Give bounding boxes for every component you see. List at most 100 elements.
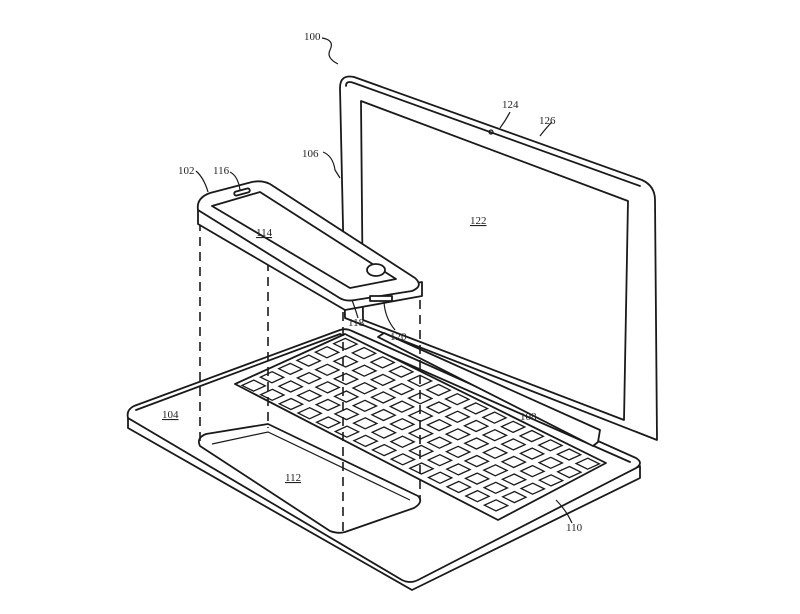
keyboard-key: [500, 438, 527, 451]
keyboard-key: [537, 456, 564, 470]
label-110: 110: [566, 522, 583, 534]
keyboard-key: [426, 471, 454, 485]
keyboard-key: [426, 453, 454, 467]
projection-lines: [199, 222, 421, 532]
keyboard-key: [350, 346, 378, 360]
keyboard-key: [556, 465, 583, 479]
keyboard-key: [426, 436, 453, 449]
keyboard-key: [388, 365, 415, 378]
label-120: 120: [390, 331, 407, 343]
keyboard-key: [240, 379, 267, 392]
keyboard-key: [481, 446, 509, 460]
phone-screen: [211, 191, 397, 289]
keyboard-key: [332, 372, 360, 386]
keyboard-key: [388, 382, 415, 396]
keyboard-key: [444, 410, 471, 424]
keyboard: [240, 337, 601, 512]
keyboard-key: [407, 444, 435, 458]
label-106: 106: [302, 148, 319, 160]
keyboard-key: [315, 416, 342, 429]
keyboard-key: [332, 355, 359, 368]
keyboard-key: [296, 389, 323, 402]
keyboard-key: [351, 364, 378, 377]
keyboard-key: [444, 445, 472, 459]
keyboard-key: [482, 499, 510, 512]
label-126: 126: [539, 115, 556, 127]
keyboard-key: [314, 381, 341, 394]
keyboard-key: [389, 417, 416, 431]
keyboard-key: [481, 428, 509, 442]
keyboard-key: [425, 383, 452, 397]
keyboard-key: [519, 482, 546, 495]
camera-icon: [488, 129, 494, 135]
keyboard-key: [369, 356, 396, 369]
keyboard-key: [333, 425, 361, 438]
keyboard-key: [425, 401, 453, 414]
keyboard-key: [388, 400, 416, 413]
keyboard-key: [352, 434, 379, 448]
keyboard-key: [482, 481, 509, 495]
keyboard-key: [574, 457, 601, 470]
keyboard-key: [499, 420, 527, 434]
keyboard-key: [519, 464, 546, 478]
keyboard-key: [537, 474, 565, 487]
keyboard-key: [537, 439, 564, 452]
keyboard-key: [351, 381, 378, 395]
keyboard-key: [463, 437, 490, 450]
keyboard-key: [370, 408, 397, 422]
keyboard-key: [277, 362, 304, 376]
keyboard-key: [444, 392, 471, 406]
keyboard-key: [462, 419, 490, 433]
keyboard-key: [389, 453, 417, 466]
keyboard-key: [501, 490, 528, 504]
keyboard-key: [352, 417, 379, 430]
keyboard-key: [332, 337, 359, 351]
keyboard-key: [370, 391, 397, 404]
keyboard-key: [314, 398, 342, 412]
label-124: 124: [502, 99, 519, 111]
keyboard-key: [518, 429, 545, 443]
keyboard-key: [500, 473, 528, 486]
keyboard-key: [296, 406, 323, 420]
keyboard-key: [389, 435, 416, 449]
keyboard-key: [444, 428, 472, 441]
keyboard-key: [425, 418, 453, 432]
keyboard-key: [295, 371, 323, 385]
keyboard-key: [351, 399, 379, 413]
keyboard-key: [464, 489, 491, 503]
label-118: 118: [348, 317, 365, 329]
keyboard-key: [314, 363, 341, 377]
keyboard-key: [259, 388, 286, 402]
speaker-icon: [233, 187, 251, 197]
laptop-lid: [339, 75, 658, 441]
leader-lines: [195, 37, 573, 524]
label-104: 104: [162, 409, 179, 421]
keyboard-key: [333, 407, 360, 421]
label-102: 102: [178, 165, 195, 177]
keyboard-key: [370, 443, 398, 457]
keyboard-key: [481, 411, 508, 424]
home-button-icon: [366, 263, 386, 277]
keyboard-key: [462, 402, 490, 415]
keyboard-key: [463, 472, 491, 485]
connector-port: [369, 295, 393, 302]
keyboard-key: [445, 480, 472, 494]
keyboard-key: [408, 462, 435, 475]
keyboard-key: [500, 455, 527, 469]
keyboard-key: [313, 345, 341, 359]
keyboard-key: [258, 370, 286, 384]
keyboard-key: [333, 390, 360, 403]
label-112: 112: [285, 472, 301, 484]
label-100: 100: [304, 31, 321, 43]
keyboard-key: [277, 397, 305, 411]
label-116: 116: [213, 165, 230, 177]
keyboard-key: [555, 448, 583, 461]
keyboard-key: [445, 463, 472, 476]
label-114: 114: [256, 227, 273, 239]
keyboard-key: [463, 454, 490, 468]
label-108: 108: [520, 411, 537, 423]
keyboard-key: [295, 354, 322, 367]
hinge: [377, 332, 601, 447]
